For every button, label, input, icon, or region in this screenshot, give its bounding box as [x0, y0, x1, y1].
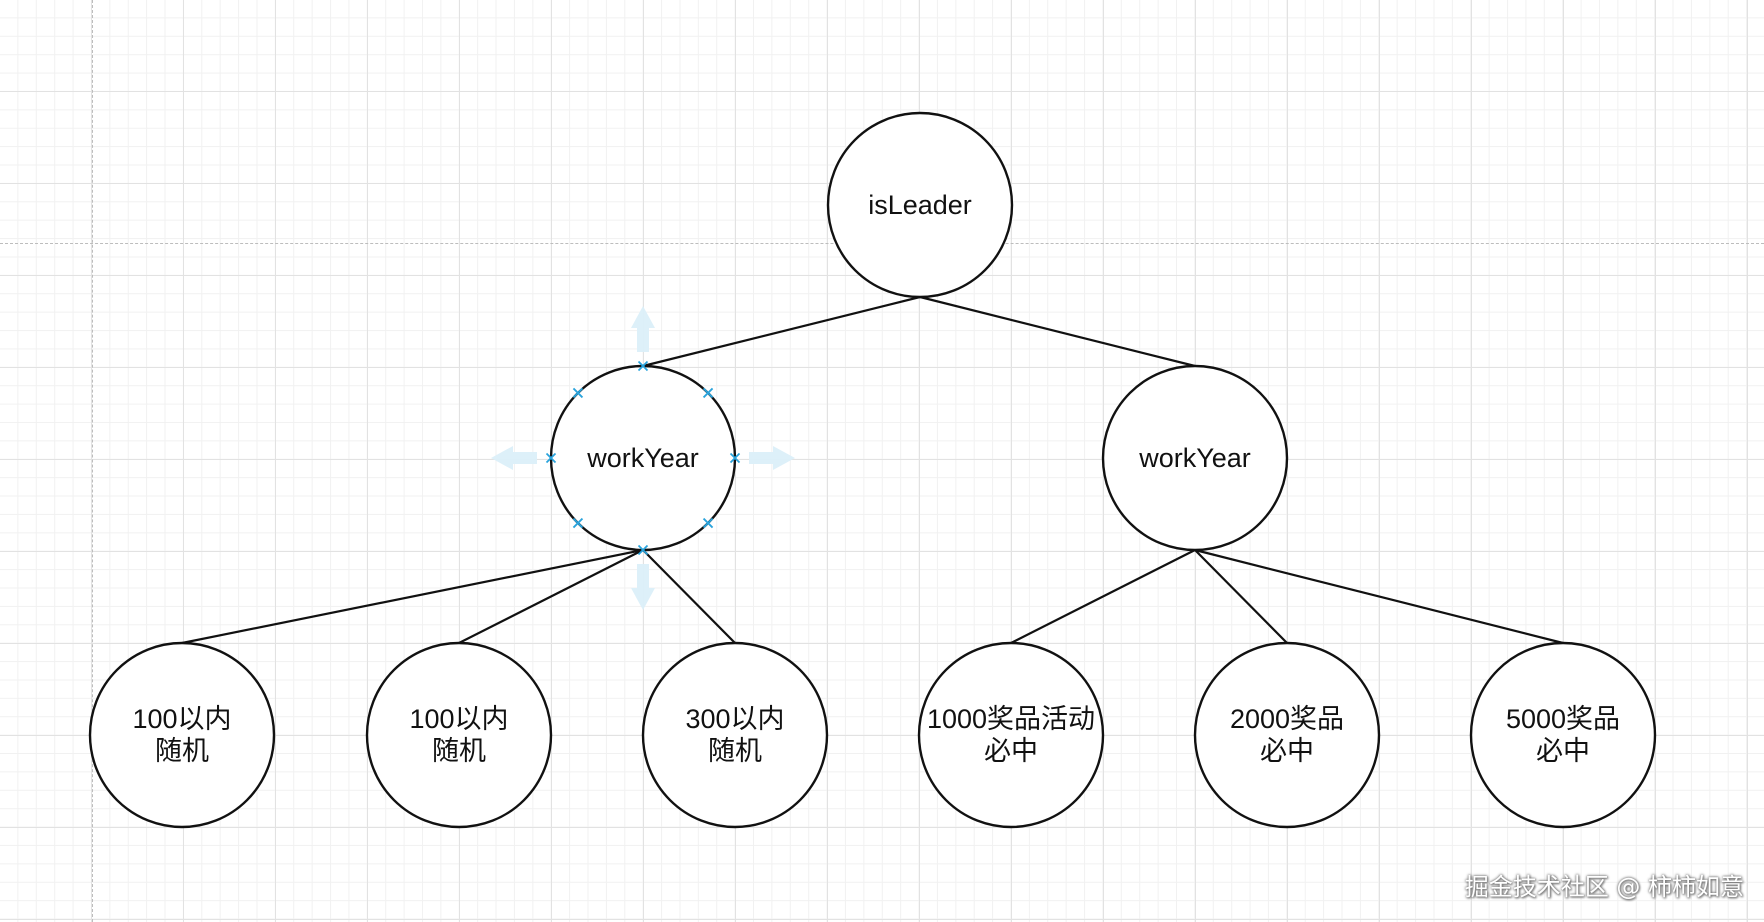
arrow-down-icon[interactable] — [631, 564, 655, 610]
node-leaf-2-label-line-2: 随机 — [432, 736, 486, 766]
node-leaf-6-circle[interactable] — [1469, 641, 1657, 829]
edge-to-leaf-4 — [1010, 549, 1196, 644]
node-leaf-1-label-line-2: 随机 — [155, 736, 209, 766]
node-leaf-5-label-line-2: 必中 — [1260, 736, 1314, 766]
node-leaf-2-label-line-1: 100以内 — [409, 704, 508, 734]
node-workyear-1-label: workYear — [586, 443, 699, 473]
node-leaf-3-label-line-2: 随机 — [708, 736, 762, 766]
watermark: 掘金技术社区 @ 柿柿如意 — [1464, 873, 1744, 901]
node-leaf-2-circle[interactable] — [365, 641, 553, 829]
arrow-right-icon[interactable] — [749, 446, 795, 470]
node-leaf-5-circle[interactable] — [1193, 641, 1381, 829]
node-leaf-6-label-line-2: 必中 — [1536, 736, 1590, 766]
edge-to-leaf-1 — [181, 548, 644, 645]
node-workyear-2-circle[interactable] — [1101, 364, 1289, 552]
edge-root-to-workyear-1 — [642, 295, 921, 368]
edge-to-leaf-5 — [1194, 549, 1288, 644]
connection-handle-6[interactable] — [572, 387, 584, 399]
node-isleader-label: isLeader — [868, 190, 972, 220]
edges — [181, 295, 1564, 645]
connection-handle-5[interactable] — [545, 452, 557, 464]
connection-handle-1[interactable] — [729, 452, 741, 464]
node-workyear-2[interactable]: workYear — [1101, 364, 1289, 552]
connection-handle-7[interactable] — [637, 360, 649, 372]
connection-handle-4[interactable] — [572, 517, 584, 529]
edge-to-leaf-6 — [1194, 548, 1564, 645]
node-leaf-4-circle[interactable] — [917, 641, 1105, 829]
node-isleader-circle[interactable] — [826, 111, 1014, 299]
edge-root-to-workyear-2 — [919, 295, 1196, 368]
node-leaf-3-circle[interactable] — [641, 641, 829, 829]
node-leaf-6-label-line-1: 5000奖品 — [1506, 704, 1620, 734]
edge-to-leaf-2 — [458, 549, 644, 644]
node-leaf-4-label-line-2: 必中 — [984, 736, 1038, 766]
connection-handle-3[interactable] — [637, 544, 649, 556]
selection-overlay — [491, 306, 795, 610]
node-workyear-2-label: workYear — [1138, 443, 1251, 473]
node-isleader[interactable]: isLeader — [826, 111, 1014, 299]
node-leaf-3-label-line-1: 300以内 — [685, 704, 784, 734]
arrow-up-icon[interactable] — [631, 306, 655, 352]
node-leaf-5-label-line-1: 2000奖品 — [1230, 704, 1344, 734]
arrow-left-icon[interactable] — [491, 446, 537, 470]
node-leaf-4-label-line-1: 1000奖品活动 — [927, 704, 1095, 734]
edge-to-leaf-3 — [642, 549, 736, 644]
connection-handle-8[interactable] — [702, 387, 714, 399]
connection-handle-2[interactable] — [702, 517, 714, 529]
vertical-guide-line — [92, 0, 93, 922]
node-leaf-1-label-line-1: 100以内 — [132, 704, 231, 734]
node-leaf-1-circle[interactable] — [88, 641, 276, 829]
